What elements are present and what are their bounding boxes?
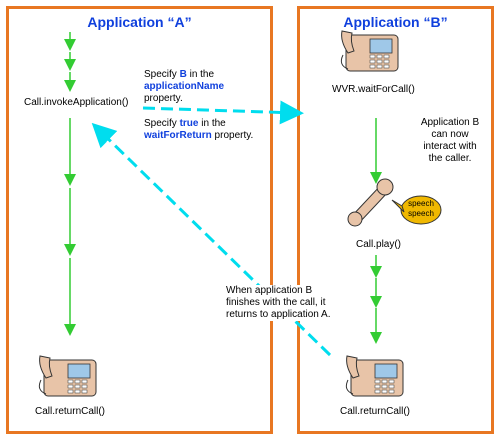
specify-application-name-note: Specify B in the applicationName propert…: [144, 69, 284, 105]
note-text: Specify: [144, 118, 180, 129]
note-text: the caller.: [428, 153, 472, 164]
phone-icon-a: [38, 355, 97, 397]
interact-note: Application B can now interact with the …: [410, 117, 490, 165]
note-text: interact with: [423, 141, 477, 152]
panel-b-title: Application “B”: [343, 14, 448, 30]
handset-icon: [347, 178, 394, 227]
speech-line-2: speech: [408, 209, 434, 218]
return-call-b-label: Call.returnCall(): [340, 406, 411, 417]
phone-icon: [340, 30, 399, 72]
note-text: in the: [186, 69, 215, 80]
note-text: returns to application A.: [226, 309, 331, 320]
note-text: Application B: [420, 117, 480, 128]
note-text: property.: [211, 130, 254, 141]
note-text: Specify: [144, 69, 180, 80]
note-value: true: [179, 118, 199, 129]
speech-bubble-text: speech speech: [401, 199, 441, 219]
note-text: finishes with the call, it: [226, 297, 326, 308]
invoke-application-label: Call.invokeApplication(): [24, 97, 129, 108]
specify-wait-for-return-note: Specify true in the waitForReturn proper…: [144, 118, 284, 142]
return-call-a-label: Call.returnCall(): [35, 406, 106, 417]
note-text: can now: [431, 129, 469, 140]
panel-a-title: Application “A”: [87, 14, 192, 30]
speech-line-1: speech: [408, 199, 434, 208]
note-property: waitForReturn: [144, 130, 212, 141]
phone-icon-b-bottom: [345, 355, 404, 397]
panel-application-a: Application “A”: [6, 6, 273, 434]
play-label: Call.play(): [356, 239, 402, 250]
note-text: When application B: [226, 285, 313, 296]
note-value: B: [179, 69, 187, 80]
note-text: in the: [198, 118, 226, 129]
panel-application-b: Application “B”: [297, 6, 494, 434]
invoke-arrow: [142, 100, 304, 125]
note-property: applicationName: [144, 81, 225, 92]
wait-for-call-label: WVR.waitForCall(): [332, 84, 415, 95]
speech-bubble-icon: [391, 195, 442, 225]
finish-call-note: When application B finishes with the cal…: [226, 285, 356, 321]
note-text: property.: [144, 93, 183, 104]
